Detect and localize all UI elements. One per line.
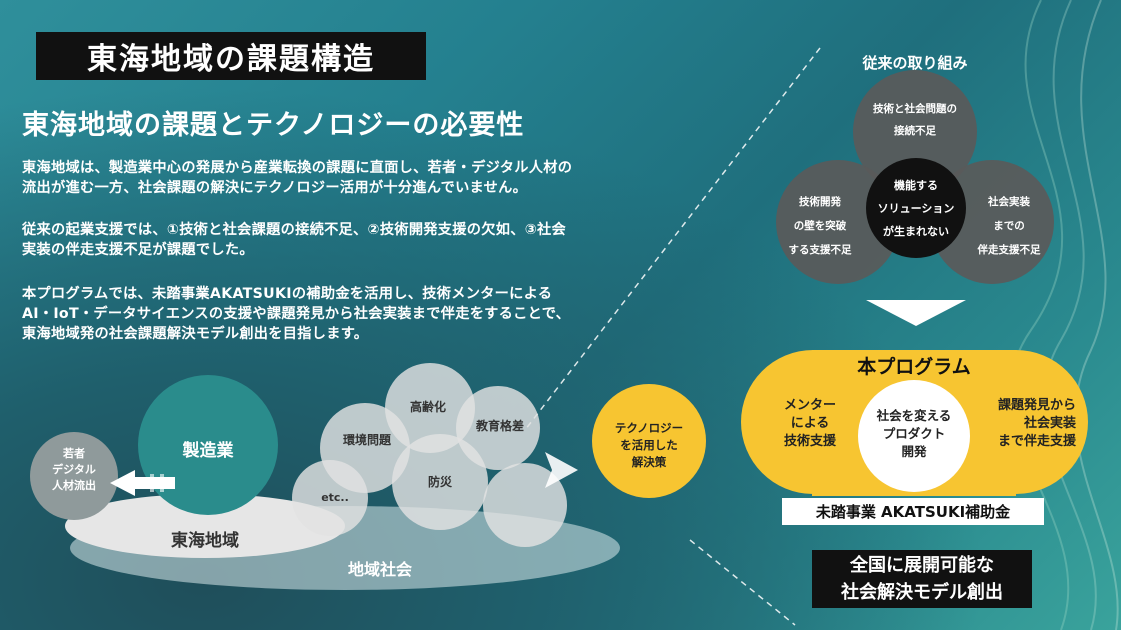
venn-right-line-2: までの	[993, 220, 1025, 232]
paragraph-2-line-2: 実装の伴走支援不足が課題でした。	[22, 242, 254, 258]
program-left-line-1: メンター	[783, 398, 836, 413]
issue-environment: 環境問題	[342, 433, 391, 447]
program-center-line-2: プロダクト	[882, 426, 946, 441]
venn-center-line-1: 機能する	[894, 179, 938, 192]
tech-solution-line-2: を活用した	[620, 438, 678, 452]
conclusion-line-1: 全国に展開可能な	[850, 555, 994, 576]
venn-right-label: 社会実装 までの 伴走支援不足	[962, 190, 1056, 262]
program-center-line-1: 社会を変える	[876, 408, 952, 423]
paragraph-1-line-1: 東海地域は、製造業中心の発展から産業転換の課題に直面し、若者・デジタル人材の	[22, 160, 573, 176]
paragraph-3: 本プログラムでは、未踏事業AKATSUKIの補助金を活用し、技術メンターによる …	[22, 284, 752, 344]
manufacturing-label: 製造業	[182, 441, 234, 461]
issue-aging: 高齢化	[409, 400, 446, 414]
youth-outflow-line-3: 人材流出	[52, 479, 96, 492]
program-right-line-2: 社会実装	[1023, 416, 1076, 431]
venn-left-line-3: する支援不足	[788, 244, 852, 256]
issue-bubbles	[292, 363, 567, 547]
program-center-label: 社会を変える プロダクト 開発	[862, 407, 966, 461]
program-left-line-2: による	[790, 416, 830, 431]
program-left-label: メンター による 技術支援	[762, 397, 858, 451]
program-right-line-1: 課題発見から	[997, 398, 1076, 413]
venn-center-line-2: ソリューション	[877, 202, 955, 215]
funding-box	[782, 498, 1044, 525]
venn-center-circle	[866, 158, 966, 258]
venn-center-label: 機能する ソリューション が生まれない	[866, 174, 966, 243]
paragraph-1-line-2: 流出が進む一方、社会課題の解決にテクノロジー活用が十分進んでいません。	[22, 180, 528, 196]
funding-label: 未踏事業 AKATSUKI補助金	[815, 503, 1011, 521]
conclusion-box	[812, 550, 1032, 608]
paragraph-2: 従来の起業支援では、①技術と社会課題の接続不足、②技術開発支援の欠如、③社会 実…	[22, 220, 752, 260]
youth-outflow-line-2: デジタル	[52, 463, 96, 476]
venn-center-line-3: が生まれない	[883, 225, 949, 238]
venn-left-line-1: 技術開発	[799, 196, 841, 208]
venn-left-label: 技術開発 の壁を突破 する支援不足	[778, 190, 862, 262]
paragraph-3-line-1: 本プログラムでは、未踏事業AKATSUKIの補助金を活用し、技術メンターによる	[22, 286, 553, 302]
issue-disaster: 防災	[427, 475, 452, 489]
program-center-line-3: 開発	[901, 444, 927, 459]
venn-top-circle	[853, 70, 977, 194]
program-left-line-3: 技術支援	[783, 434, 836, 449]
tokai-region-label: 東海地域	[171, 531, 239, 551]
down-arrow-icon	[866, 300, 966, 326]
tech-solution-label: テクノロジー を活用した 解決策	[600, 420, 698, 471]
conclusion-label: 全国に展開可能な 社会解決モデル創出	[812, 552, 1032, 606]
venn-top-line-1: 技術と社会問題の	[873, 103, 957, 115]
venn-right-line-3: 伴走支援不足	[977, 244, 1041, 256]
main-title: 東海地域の課題構造	[87, 42, 375, 77]
tech-solution-line-3: 解決策	[631, 455, 667, 469]
program-heading: 本プログラム	[857, 356, 971, 378]
youth-outflow-line-1: 若者	[63, 447, 85, 460]
venn-top-label: 技術と社会問題の 接続不足	[850, 98, 980, 142]
subtitle: 東海地域の課題とテクノロジーの必要性	[22, 110, 525, 141]
conventional-heading: 従来の取り組み	[862, 54, 968, 72]
local-society-label: 地域社会	[347, 560, 412, 579]
tech-solution-circle	[592, 384, 706, 498]
program-right-label: 課題発見から 社会実装 まで伴走支援	[972, 397, 1076, 451]
inward-arrow-icon	[545, 452, 578, 488]
paragraph-2-line-1: 従来の起業支援では、①技術と社会課題の接続不足、②技術開発支援の欠如、③社会	[22, 222, 567, 238]
program-center-circle	[858, 380, 970, 492]
issue-education-gap: 教育格差	[475, 419, 524, 433]
paragraph-3-line-3: 東海地域発の社会課題解決モデル創出を目指します。	[22, 326, 369, 342]
venn-right-line-1: 社会実装	[988, 196, 1030, 208]
issue-etc: etc..	[321, 491, 349, 504]
wave-decoration	[1010, 0, 1119, 630]
paragraph-3-line-2: AI・IoT・データサイエンスの支援や課題発見から社会実装まで伴走をすることで、	[22, 306, 571, 322]
outflow-arrow-icon	[110, 470, 175, 496]
program-right-line-3: まで伴走支援	[997, 434, 1076, 449]
paragraph-1: 東海地域は、製造業中心の発展から産業転換の課題に直面し、若者・デジタル人材の 流…	[22, 158, 752, 198]
tokai-region-ellipse	[65, 494, 345, 558]
youth-outflow-label: 若者 デジタル 人材流出	[34, 446, 114, 494]
conclusion-line-2: 社会解決モデル創出	[841, 582, 1003, 603]
tech-solution-line-1: テクノロジー	[614, 421, 684, 435]
main-title-box: 東海地域の課題構造	[36, 32, 426, 80]
venn-top-line-2: 接続不足	[894, 125, 936, 137]
venn-left-line-2: の壁を突破	[793, 220, 847, 232]
youth-outflow-circle	[30, 432, 118, 520]
